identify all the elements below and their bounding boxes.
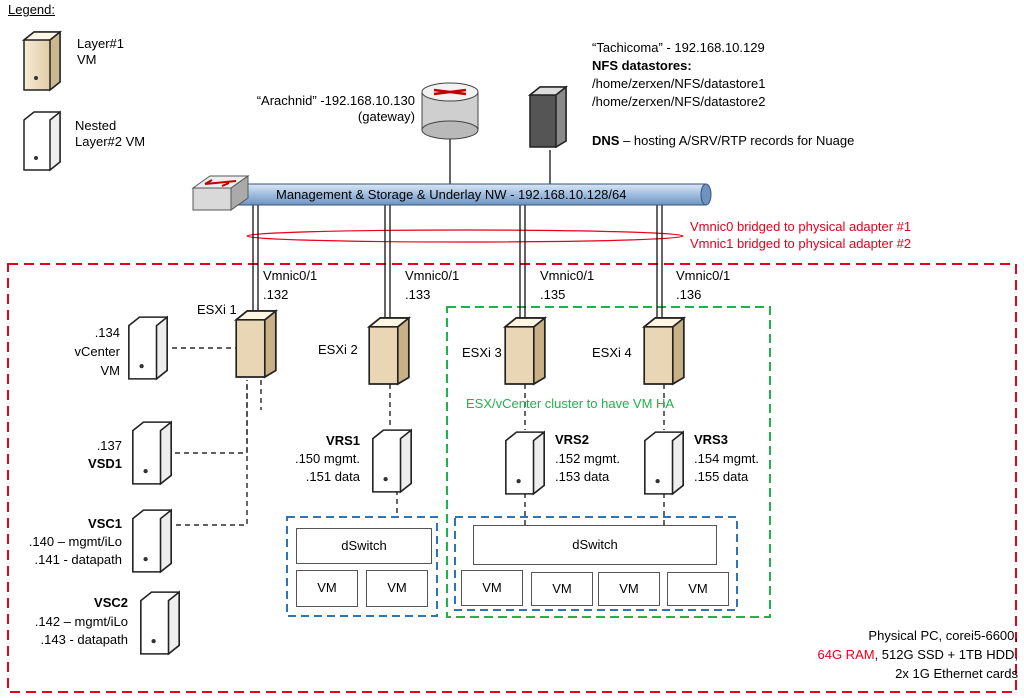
dswitch-1: dSwitch: [296, 528, 432, 564]
vsc2-mgmt: .142 – mgmt/iLo: [34, 614, 128, 629]
nfs-path-1: /home/zerxen/NFS/datastore1: [592, 76, 766, 91]
dswitch-group-2-boundary: [454, 516, 738, 611]
dswitch-1-label: dSwitch: [341, 538, 387, 553]
legend-nested-type: Layer#2 VM: [75, 134, 146, 149]
esxi4-nic: Vmnic0/1: [676, 268, 731, 283]
vm-label: VM: [387, 580, 407, 595]
physical-pc-line2: 64G RAM, 512G SSD + 1TB HDD,: [740, 647, 1019, 663]
nfs-title: NFS datastores:: [592, 58, 692, 73]
esxi3-ip: .135: [540, 287, 566, 302]
gateway-name: “Arachnid” -192.168.10.130: [256, 93, 415, 108]
esxi4-ip: .136: [676, 287, 702, 302]
router-icon: [421, 82, 479, 140]
vrs1-name: VRS1: [326, 433, 360, 448]
dns-text: – hosting A/SRV/RTP records for Nuage: [619, 133, 855, 148]
physical-pc-ram: 64G RAM: [817, 647, 875, 662]
vrs1-data: .151 data: [305, 469, 360, 484]
vm-box-3: VM: [461, 570, 523, 606]
vrs1-mgmt: .150 mgmt.: [294, 451, 360, 466]
esxi1-ip: .132: [263, 287, 289, 302]
vm-box-6: VM: [667, 572, 729, 606]
vcenter-name: vCenter: [74, 344, 120, 359]
bridge-ellipse: [246, 229, 684, 243]
esxi4-name: ESXi 4: [592, 345, 632, 360]
vcenter-ip: .134: [94, 325, 120, 340]
vsd1-ip: .137: [96, 438, 122, 453]
esxi1-nic: Vmnic0/1: [263, 268, 318, 283]
vsc2-name: VSC2: [94, 595, 128, 610]
vsc1-data: .141 - datapath: [34, 552, 122, 567]
vsc2-data: .143 - datapath: [40, 632, 128, 647]
cluster-note: ESX/vCenter cluster to have VM HA: [466, 396, 675, 411]
vm-label: VM: [619, 581, 639, 596]
bridge-note-1: Vmnic0 bridged to physical adapter #1: [690, 219, 912, 234]
esxi3-name: ESXi 3: [462, 345, 502, 360]
vm-box-1: VM: [296, 570, 358, 607]
physical-pc-storage: , 512G SSD + 1TB HDD,: [874, 647, 1018, 662]
vm-box-4: VM: [531, 572, 593, 606]
vsd1-name: VSD1: [88, 456, 122, 471]
vm-label: VM: [552, 581, 572, 596]
legend-nested-label: Nested: [75, 118, 117, 133]
gateway-role: (gateway): [357, 109, 415, 124]
vrs3-data: .155 data: [694, 469, 749, 484]
esxi3-nic: Vmnic0/1: [540, 268, 595, 283]
switch-icon: [191, 175, 250, 211]
cluster-boundary: [446, 306, 771, 618]
esxi2-name: ESXi 2: [318, 342, 358, 357]
vm-box-5: VM: [598, 572, 660, 606]
vm-label: VM: [482, 580, 502, 595]
vrs3-name: VRS3: [694, 432, 728, 447]
vcenter-type: VM: [100, 363, 121, 378]
vm-label: VM: [688, 581, 708, 596]
vm-label: VM: [317, 580, 337, 595]
vsc1-mgmt: .140 – mgmt/iLo: [28, 534, 122, 549]
vsc1-name: VSC1: [88, 516, 122, 531]
esxi1-name: ESXi 1: [197, 302, 237, 317]
vrs2-data: .153 data: [555, 469, 610, 484]
network-label: Management & Storage & Underlay NW - 192…: [276, 187, 627, 202]
vm-box-2: VM: [366, 570, 428, 607]
physical-pc-line1: Physical PC, corei5-6600,: [868, 628, 1018, 643]
legend-layer1-type: VM: [77, 52, 97, 67]
esxi2-nic: Vmnic0/1: [405, 268, 460, 283]
physical-pc-line3: 2x 1G Ethernet cards: [895, 666, 1018, 681]
dns-label: DNS: [592, 133, 620, 148]
dswitch-2: dSwitch: [473, 525, 717, 565]
nfs-path-2: /home/zerxen/NFS/datastore2: [592, 94, 766, 109]
legend-layer1-label: Layer#1: [77, 36, 124, 51]
legend-title: Legend:: [8, 2, 55, 17]
vrs2-name: VRS2: [555, 432, 589, 447]
vrs2-mgmt: .152 mgmt.: [555, 451, 621, 466]
physical-pc-boundary: [7, 263, 1017, 693]
esxi2-ip: .133: [405, 287, 431, 302]
vrs3-mgmt: .154 mgmt.: [694, 451, 760, 466]
dswitch-2-label: dSwitch: [572, 537, 618, 552]
bridge-note-2: Vmnic1 bridged to physical adapter #2: [690, 236, 912, 251]
storage-name: “Tachicoma” - 192.168.10.129: [592, 40, 765, 55]
storage-server-icon: [529, 86, 567, 148]
dswitch-group-1-boundary: [286, 516, 438, 617]
dns-note: DNS – hosting A/SRV/RTP records for Nuag…: [592, 133, 854, 149]
host-uplinks: [252, 138, 663, 318]
